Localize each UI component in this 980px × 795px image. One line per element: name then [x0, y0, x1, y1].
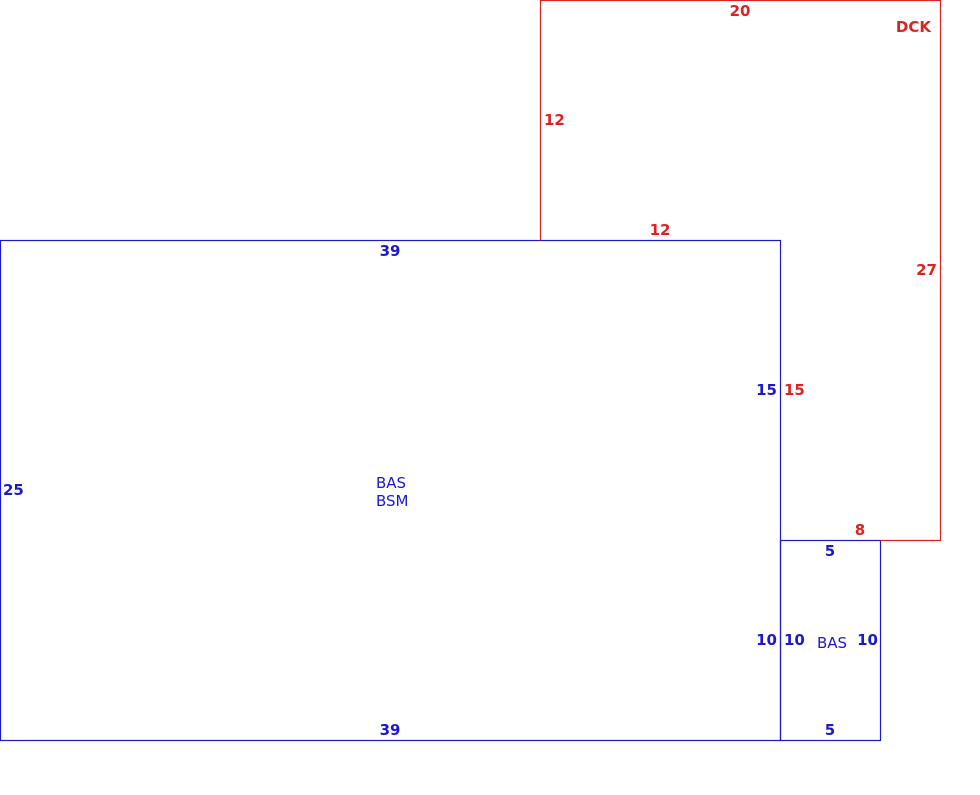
small-area-bottom-dimension: 5 [825, 721, 835, 739]
main-area-top-dimension: 39 [380, 242, 401, 260]
deck-area-inner-left-dimension: 15 [784, 381, 805, 399]
deck-area: 20 DCK 12 12 27 15 8 [539, 0, 942, 542]
small-area: 5 5 10 10 BAS [779, 539, 882, 742]
deck-area-code: DCK [896, 18, 932, 36]
main-area-left-dimension: 25 [3, 481, 24, 499]
deck-area-bottom-left-dimension: 12 [650, 221, 671, 239]
main-area-code-line1: BAS [376, 474, 406, 492]
deck-area-top-dimension: 20 [730, 2, 751, 20]
main-area-right-upper-dimension: 15 [756, 381, 777, 399]
deck-area-left-dimension: 12 [544, 111, 565, 129]
small-area-left-dimension: 10 [784, 631, 805, 649]
small-area-outline [779, 539, 882, 742]
main-area-right-lower-dimension: 10 [756, 631, 777, 649]
small-area-right-dimension: 10 [857, 631, 878, 649]
main-area-code-line2: BSM [376, 492, 409, 510]
main-area-bottom-dimension: 39 [380, 721, 401, 739]
deck-area-right-dimension: 27 [916, 261, 937, 279]
deck-area-outline [539, 0, 942, 542]
main-area-outline [0, 239, 782, 742]
small-area-top-dimension: 5 [825, 542, 835, 560]
small-area-code: BAS [817, 634, 847, 652]
deck-area-bottom-right-dimension: 8 [855, 521, 865, 539]
main-area: 39 39 25 15 10 BAS BSM [0, 239, 782, 742]
